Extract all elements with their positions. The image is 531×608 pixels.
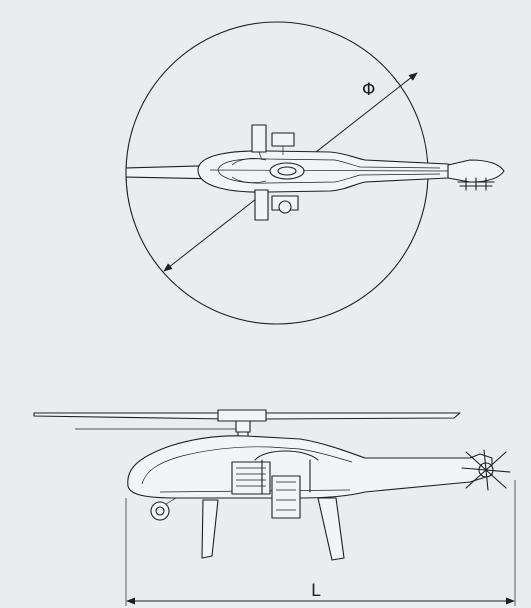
canopy-line [231,158,267,183]
engine-detail [236,467,266,487]
tail-rotor-blades [461,449,511,491]
landing-gear-front [201,499,219,559]
fuselage-top-outline [197,150,452,193]
length-label: L [311,581,321,601]
landing-gear-rear [317,497,345,561]
camera-lens [155,506,165,516]
camera-mount [165,497,177,505]
engine-block [231,461,271,495]
rotor-blade-side-right [261,412,461,420]
gearbox-detail [276,481,296,511]
rotor-blade-side [33,412,229,420]
camera-pod-top [278,200,292,214]
rotor-hub-top [269,162,305,180]
top-view: Φ [125,21,505,325]
camera-side [150,501,170,521]
frame-arch [254,450,319,495]
skid-upper-left [251,124,267,153]
tail-rotor-hub [457,177,495,191]
skid-upper-right [271,132,295,147]
rotor-hub-inner [277,166,297,176]
diameter-label: Φ [362,80,375,100]
skid-lower-left [254,189,269,221]
fuselage-inner-outline [217,158,441,184]
gearbox-block [271,475,301,519]
rotor-head [217,409,267,433]
fuselage-center-line [209,169,449,172]
side-view: L [33,409,516,606]
